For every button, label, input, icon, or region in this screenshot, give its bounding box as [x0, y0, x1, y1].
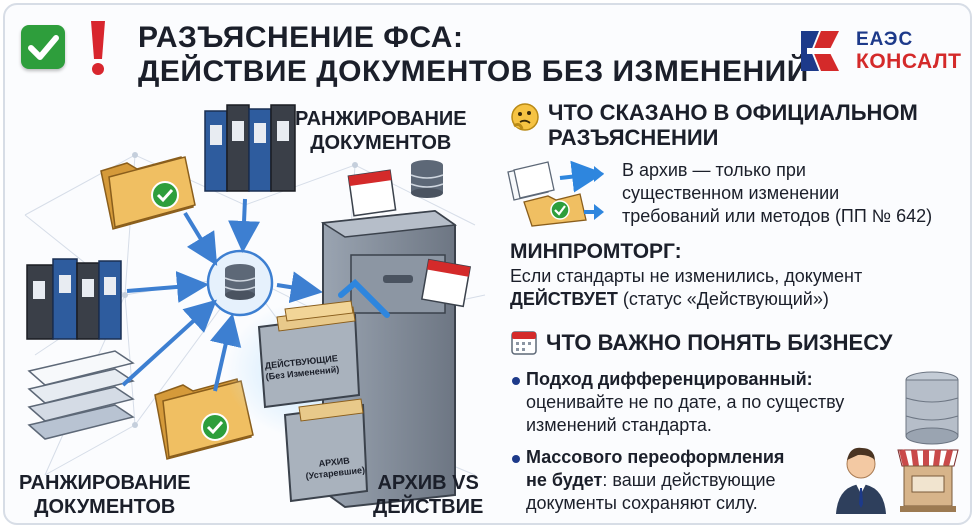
bullet2-line1: Массового переоформления: [526, 447, 785, 467]
infographic-frame: РАЗЪЯСНЕНИЕ ФСА: ДЕЙСТВИЕ ДОКУМЕНТОВ БЕЗ…: [3, 3, 972, 525]
illustration: РАНЖИРОВАНИЕ ДОКУМЕНТОВ РАНЖИРОВАНИЕ ДОК…: [15, 95, 495, 523]
brand-logo: ЕАЭС КОНСАЛТ: [799, 27, 962, 77]
document-stack-icon: [27, 350, 135, 440]
check-mark-icon: [21, 25, 65, 69]
database-small-icon: [410, 160, 444, 198]
logo-line1: ЕАЭС: [856, 29, 914, 50]
folder-bottom-icon: [154, 378, 254, 460]
database-hub-icon: [206, 249, 274, 317]
section2-text-line2: ДЕЙСТВУЕТ (статус «Действующий»): [510, 289, 829, 309]
binders-left-icon: [26, 258, 122, 340]
bullet1-dot-icon: [512, 377, 520, 385]
bullet2-dot-icon: [512, 455, 520, 463]
section2-text-line1: Если стандарты не изменились, документ: [510, 266, 863, 286]
bullet1-line1: Подход дифференцированный:: [526, 369, 813, 389]
shop-stall-icon: [897, 449, 959, 512]
bullet2-line3: документы сохраняют силу.: [526, 493, 758, 513]
calendar-illustration-icon: [347, 169, 472, 308]
calendar-icon: [511, 331, 537, 355]
top-label: РАНЖИРОВАНИЕ ДОКУМЕНТОВ: [295, 108, 467, 154]
status-keyword: ДЕЙСТВУЕТ: [510, 289, 618, 309]
page-title-line2: ДЕЙСТВИЕ ДОКУМЕНТОВ БЕЗ ИЗМЕНЕНИЙ: [138, 55, 809, 88]
binders-top-icon: [204, 104, 296, 192]
bullet1-line2: оценивайте не по дате, а по существу: [526, 392, 845, 412]
database-stack-icon: [905, 371, 959, 445]
bottom-right-label: АРХИВ VS ДЕЙСТВИЕ: [373, 472, 484, 518]
bottom-left-label: РАНЖИРОВАНИЕ ДОКУМЕНТОВ: [19, 472, 191, 518]
bullet1-line3: изменений стандарта.: [526, 415, 712, 435]
header: РАЗЪЯСНЕНИЕ ФСА: ДЕЙСТВИЕ ДОКУМЕНТОВ БЕЗ…: [5, 5, 970, 97]
page-title-line1: РАЗЪЯСНЕНИЕ ФСА:: [138, 21, 464, 54]
section1-text-line1: В архив — только при: [622, 160, 806, 180]
businessman-icon: [836, 447, 886, 514]
section1-text-line2: существенном изменении: [622, 183, 840, 203]
documents-to-archive-icon: [507, 160, 604, 227]
section1-heading: ЧТО СКАЗАНО В ОФИЦИАЛЬНОМ РАЗЪЯСНЕНИИ: [548, 100, 918, 151]
thinking-face-icon: [511, 103, 539, 131]
section3-heading: ЧТО ВАЖНО ПОНЯТЬ БИЗНЕСУ: [546, 330, 893, 355]
documents-illustration: [24, 104, 486, 509]
logo-line2: КОНСАЛТ: [856, 50, 962, 73]
folder-top-icon: [100, 156, 196, 230]
section2-heading: МИНПРОМТОРГ:: [510, 240, 682, 263]
logo-mark-icon: [801, 31, 839, 71]
exclamation-icon: [91, 21, 105, 75]
bullet2-line2: не будет: ваши действующие: [526, 470, 776, 490]
section1-text-line3: требований или методов (ПП № 642): [622, 206, 933, 226]
